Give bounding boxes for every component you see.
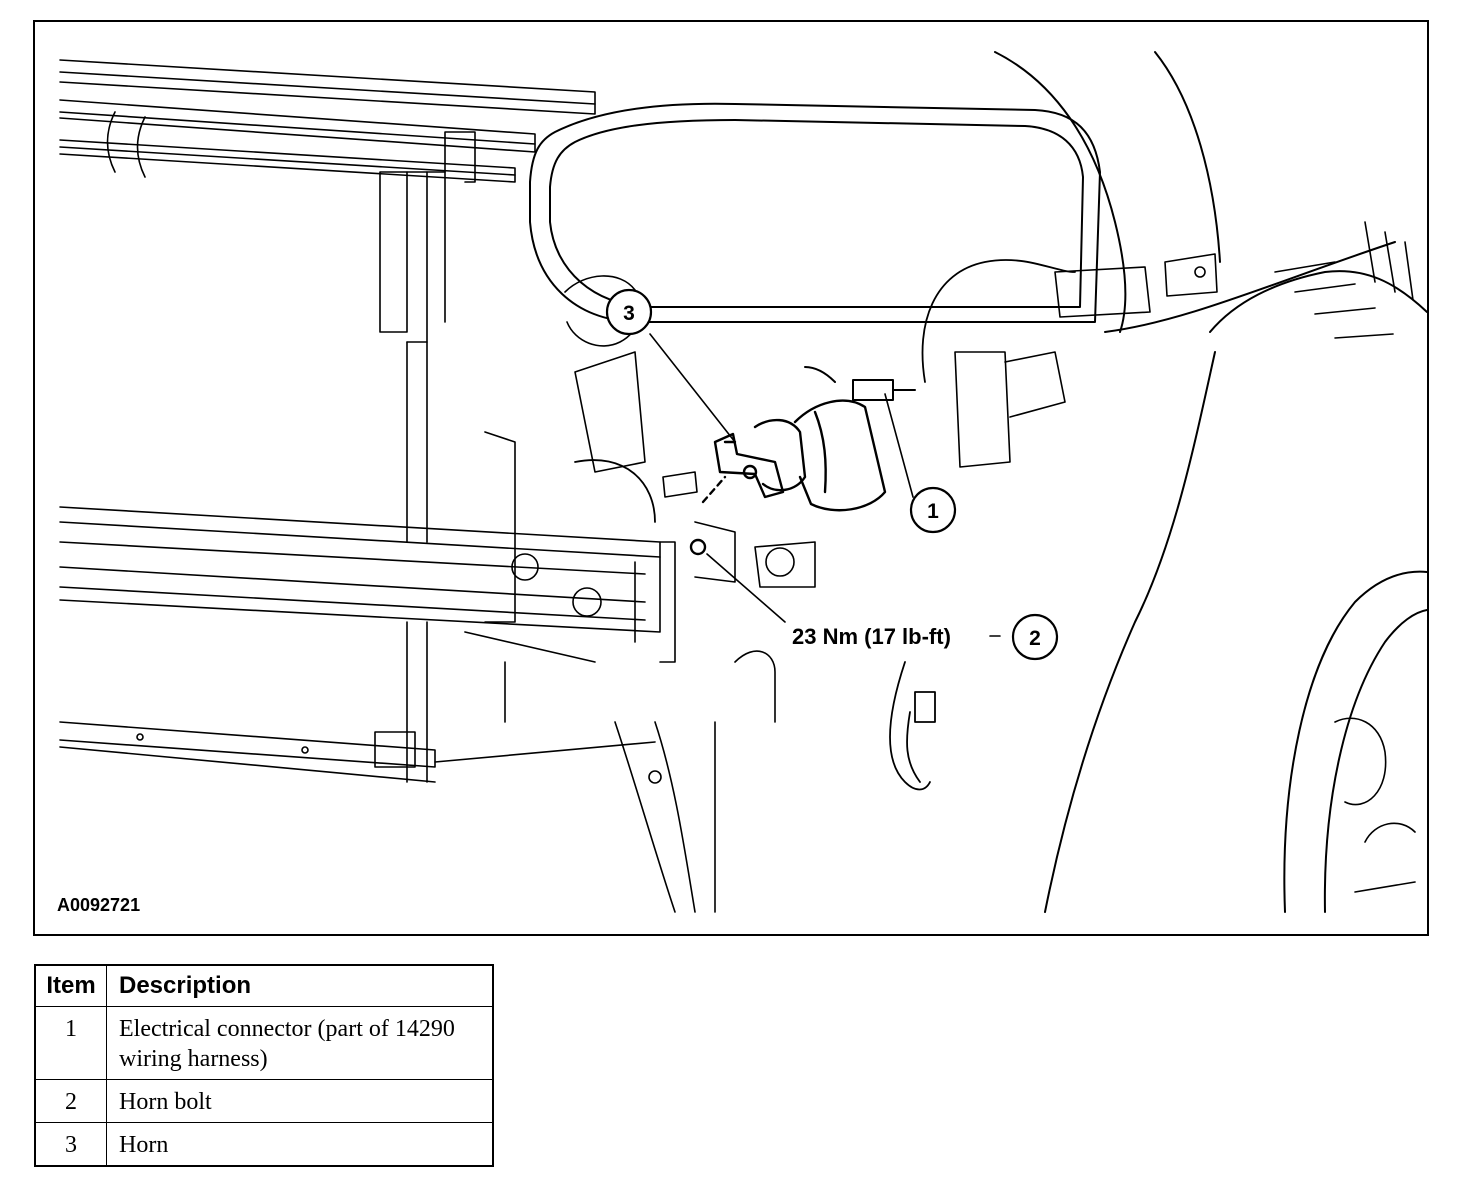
callout-3-label: 3 xyxy=(623,302,635,325)
callout-1-circle xyxy=(909,486,957,534)
legend-row: 2 Horn bolt xyxy=(34,1079,494,1123)
legend-item-number: 1 xyxy=(34,1006,107,1080)
callout-3-circle xyxy=(605,288,653,336)
legend-header-description: Description xyxy=(106,964,494,1007)
legend-item-description: Electrical connector (part of 14290 wiri… xyxy=(106,1006,494,1080)
callout-1-label: 1 xyxy=(927,500,939,523)
torque-spec-label: 23 Nm (17 lb-ft) xyxy=(792,624,951,649)
upper-radiator-support xyxy=(59,59,596,183)
fender xyxy=(994,51,1427,913)
legend-header-row: Item Description xyxy=(34,964,494,1007)
callout-2-label: 2 xyxy=(1029,627,1041,650)
callout-leaders xyxy=(649,333,1001,637)
headlamp-bracket xyxy=(954,253,1218,468)
tire-tread xyxy=(1274,221,1414,339)
wiring-harness xyxy=(574,259,1076,791)
legend-table: Item Description 1 Electrical connector … xyxy=(34,964,494,1167)
figure-id-code: A0092721 xyxy=(57,895,141,915)
legend-item-number: 3 xyxy=(34,1122,107,1167)
lower-radiator-support xyxy=(59,721,656,783)
legend-header-item: Item xyxy=(34,964,107,1007)
legend-item-number: 2 xyxy=(34,1079,107,1123)
callout-2-circle xyxy=(1011,613,1059,661)
diagram-figure: 3 1 2 23 Nm (17 lb-ft) A0092721 xyxy=(33,20,1429,936)
headlamp-housing xyxy=(529,102,1101,323)
legend-row: 3 Horn xyxy=(34,1122,494,1167)
legend-item-description: Horn bolt xyxy=(106,1079,494,1123)
legend-item-description: Horn xyxy=(106,1122,494,1167)
vehicle-front-end-illustration: 3 1 2 23 Nm (17 lb-ft) xyxy=(59,51,1427,913)
wheel-rim xyxy=(1334,717,1416,893)
horn-bolt xyxy=(689,475,727,556)
electrical-connector xyxy=(804,366,916,401)
vertical-support-post xyxy=(379,131,476,783)
lower-structure xyxy=(464,631,776,913)
horn-mounting-bracket xyxy=(484,275,816,623)
legend-row: 1 Electrical connector (part of 14290 wi… xyxy=(34,1006,494,1080)
horn xyxy=(713,399,887,512)
bumper-beam xyxy=(59,506,676,663)
